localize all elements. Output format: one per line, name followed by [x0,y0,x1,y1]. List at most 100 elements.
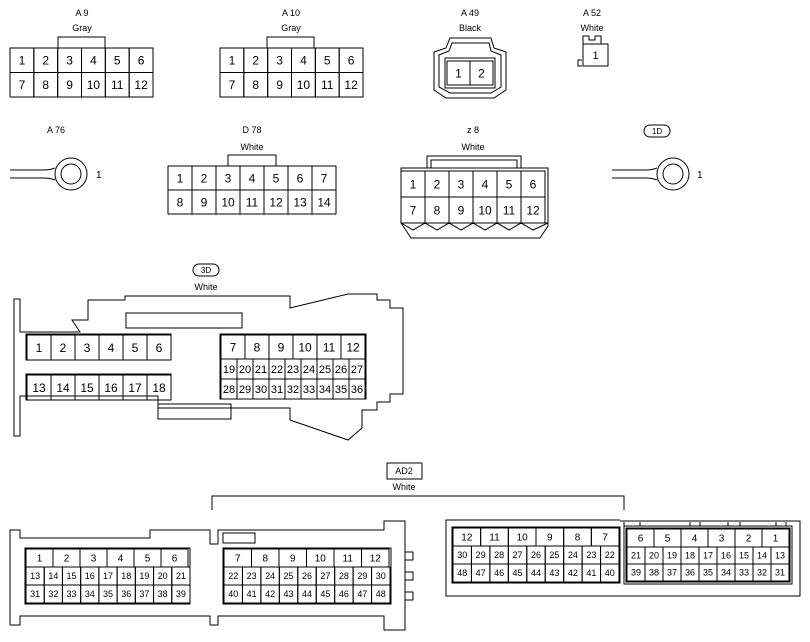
pin-cell: 31 [25,584,45,604]
pin-cell: 47 [470,563,491,583]
pin-cell: 26 [332,358,350,380]
pin-cell: 20 [644,546,664,565]
connector-code: A 10 [282,8,300,18]
pin-number: 11 [323,340,336,354]
pin-cell: 12 [361,548,390,568]
connector-code: A 9 [75,8,88,18]
pin-number: 2 [746,534,752,545]
pin-cell: 4 [98,334,124,361]
pin-number: 1 [592,50,598,62]
pin-number: 3 [66,54,73,68]
pin-cell: 4 [239,165,265,191]
pin-cell: 33 [61,584,82,604]
connector-lock [582,35,602,45]
pin-number: 27 [351,364,363,376]
pin-number: 11 [489,533,500,544]
pin-cell: 38 [644,563,664,582]
pin-number: 14 [317,195,331,209]
pin-cell: 11 [314,72,340,98]
pin-cell: 9 [57,72,83,98]
pin-cell: 10 [81,72,106,98]
pin-cell: 32 [752,563,772,582]
pin-number: 13 [775,551,785,561]
pin-number: 3 [225,171,232,185]
pin-number: 7 [229,78,236,92]
pin-number: 31 [271,384,283,396]
pin-number: 3 [719,534,725,545]
connector-face [625,527,791,583]
pin-number: 28 [494,550,504,560]
pin-cell: 24 [300,358,318,380]
pin-cell: 24 [260,566,280,586]
pin-cell-border [146,334,172,361]
pin-cell: 1 [167,165,193,191]
pin-cell: 5 [314,47,340,73]
connector-housing-inner [438,42,502,94]
pin-number: 5 [665,534,671,545]
pin-cell: 37 [662,563,682,582]
pin-number: 26 [531,550,541,560]
pin-cell: 8 [244,334,270,360]
pin-cell: 14 [752,546,772,565]
pin-cell: 3 [57,47,83,73]
pin-cell: 2 [424,170,450,198]
terminal-hole [60,163,82,185]
pin-number: 20 [649,551,659,561]
terminal-ring [54,157,88,191]
pin-number: 4 [692,534,698,545]
pin-cell: 23 [581,545,602,565]
pin-cell: 3 [707,528,736,548]
pin-cell: 39 [626,563,646,582]
pin-number: 35 [335,384,347,396]
connector-bracket [211,495,625,510]
pin-cell: 1 [582,43,609,67]
pin-number: 3 [458,177,465,191]
pin-number: 30 [376,571,386,581]
connector-lock-bracket [426,155,522,168]
pin-cell: 11 [239,189,265,215]
pin-number: 13 [293,195,307,209]
pin-cell: 1 [400,170,426,198]
pin-number: 10 [221,195,235,209]
pin-cell: 26 [297,566,317,586]
pin-number: 17 [103,571,113,581]
pin-cell: 3 [267,47,292,73]
pin-number: 9 [201,195,208,209]
pin-cell: 34 [316,378,334,400]
pin-cell: 24 [563,545,583,565]
connector-code-box [386,462,423,480]
pin-number: 5 [145,554,151,565]
pin-number: 19 [223,364,235,376]
pin-cell: 43 [278,584,299,604]
pin-number: 36 [351,384,363,396]
pin-cell: 7 [400,196,426,224]
pin-cell: 12 [128,72,154,98]
pin-cell: 1 [219,47,245,73]
terminal-pin-number: 1 [96,170,102,181]
pin-number: 10 [87,78,101,92]
pin-number: 3 [91,554,97,565]
pin-cell-border [520,196,546,224]
pin-number: 28 [339,571,349,581]
pin-cell: 2 [734,528,763,548]
connector-code: 1D [652,127,662,136]
pin-number: 4 [108,341,115,355]
connector-code: A 52 [583,8,601,18]
pin-number: 22 [271,364,283,376]
pin-number: 1 [177,171,184,185]
pin-cell: 11 [496,196,522,224]
pin-cell: 11 [316,334,342,360]
pin-number: 9 [547,533,553,544]
pin-number: 10 [478,203,492,217]
pin-number: 2 [60,341,67,355]
pin-cell: 12 [338,72,364,98]
terminal-hole [662,163,684,185]
pin-number: 8 [254,340,261,354]
pin-cell: 11 [333,548,362,568]
pin-number: 15 [80,381,94,395]
pin-cell: 37 [134,584,155,604]
pin-cell: 8 [167,189,193,215]
pin-number: 2 [64,554,70,565]
pin-number: 5 [273,171,280,185]
